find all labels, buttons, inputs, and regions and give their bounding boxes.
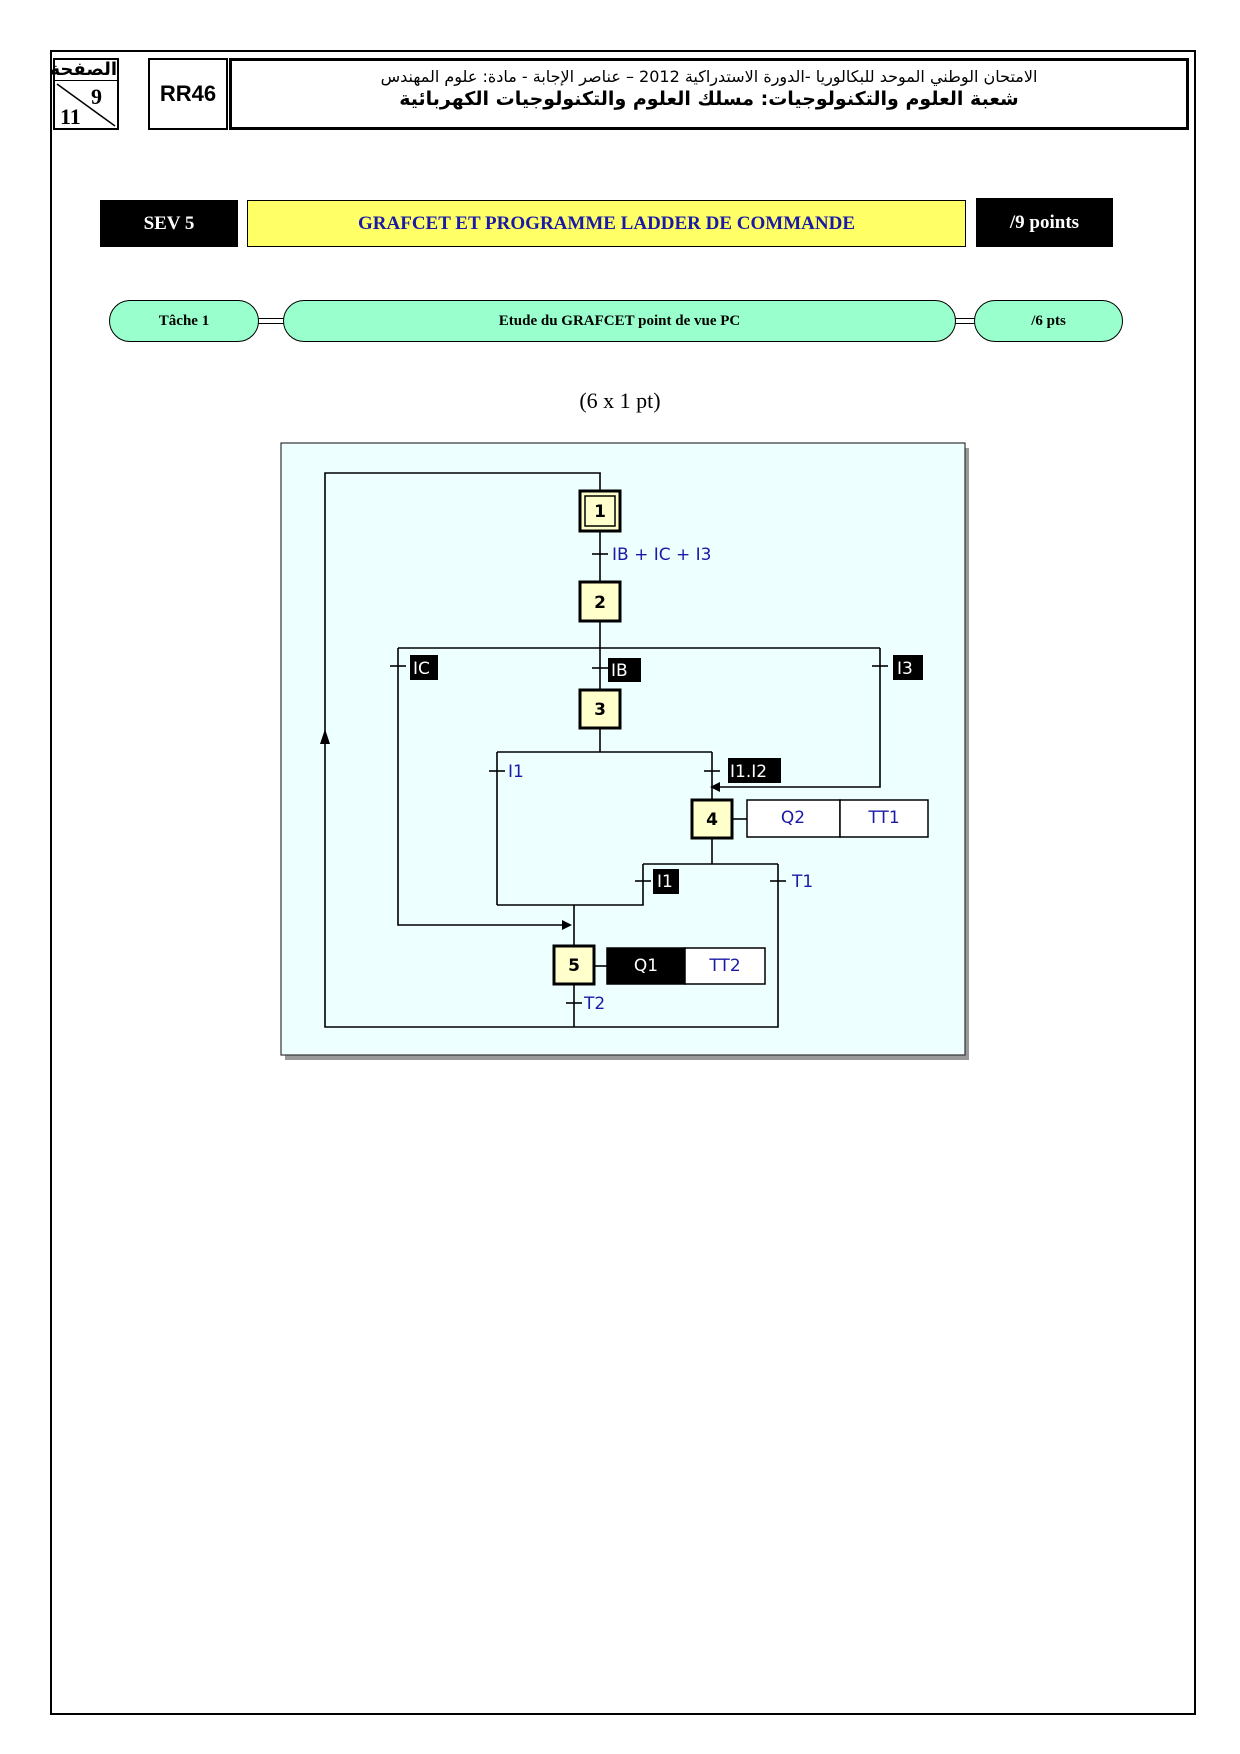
page-number-diagonal bbox=[56, 83, 116, 127]
step-4-actions: Q2 TT1 bbox=[746, 799, 929, 838]
receptivity-i1-branch: I1 bbox=[508, 762, 524, 782]
task-title: Etude du GRAFCET point de vue PC bbox=[283, 300, 956, 342]
task-connector-left bbox=[258, 318, 284, 324]
step-4: 4 bbox=[690, 798, 734, 840]
step-5-label: 5 bbox=[568, 956, 580, 976]
action-q2: Q2 bbox=[781, 808, 805, 828]
grafcet-links bbox=[324, 472, 881, 1028]
receptivity-t2: T2 bbox=[583, 994, 605, 1014]
step-4-label: 4 bbox=[706, 810, 718, 830]
exam-title-box: الامتحان الوطني الموحد للبكالوريا -الدور… bbox=[229, 58, 1189, 130]
receptivity-t1: T1 bbox=[791, 872, 813, 892]
section-points: /9 points bbox=[976, 198, 1113, 247]
page-number: 9 bbox=[91, 84, 102, 109]
task-label: Tâche 1 bbox=[109, 300, 259, 342]
action-tt1: TT1 bbox=[867, 808, 899, 828]
task-connector-right bbox=[955, 318, 975, 324]
step-3: 3 bbox=[578, 688, 622, 730]
grafcet-diagram: 1 2 3 4 5 Q2 TT1 Q1 TT2 IB + IC + I3 IC … bbox=[280, 442, 969, 1060]
page-number-box: الصفحة 9 11 bbox=[49, 58, 119, 130]
receptivity-i1-step4: I1 bbox=[657, 872, 673, 892]
section-title: GRAFCET ET PROGRAMME LADDER DE COMMANDE bbox=[247, 200, 966, 247]
action-q1: Q1 bbox=[634, 956, 658, 976]
action-tt2: TT2 bbox=[708, 956, 740, 976]
step-3-label: 3 bbox=[594, 700, 606, 720]
exam-code: RR46 bbox=[148, 58, 228, 130]
scoring-note: (6 x 1 pt) bbox=[579, 388, 661, 413]
exam-title-line1: الامتحان الوطني الموحد للبكالوريا -الدور… bbox=[380, 67, 1038, 86]
page-frame bbox=[50, 50, 1196, 1715]
receptivity-i1i2: I1.I2 bbox=[730, 762, 767, 782]
step-1: 1 bbox=[578, 489, 622, 533]
page-label: الصفحة bbox=[49, 59, 117, 81]
grafcet-arrows bbox=[320, 729, 720, 930]
receptivity-ib: IB bbox=[611, 661, 628, 681]
transition-ticks bbox=[390, 553, 888, 1004]
section-code: SEV 5 bbox=[100, 200, 238, 247]
step-5: 5 bbox=[552, 944, 596, 986]
receptivity-ic: IC bbox=[413, 659, 430, 679]
receptivity-1-2: IB + IC + I3 bbox=[612, 545, 712, 565]
step-2-label: 2 bbox=[594, 593, 606, 613]
step-5-actions: Q1 TT2 bbox=[606, 947, 766, 985]
step-1-label: 1 bbox=[594, 502, 606, 522]
page-total: 11 bbox=[60, 104, 81, 129]
receptivity-i3: I3 bbox=[897, 659, 913, 679]
task-points: /6 pts bbox=[974, 300, 1123, 342]
step-2: 2 bbox=[578, 580, 622, 623]
exam-title-line2: شعبة العلوم والتكنولوجيات: مسلك العلوم و… bbox=[399, 88, 1019, 110]
